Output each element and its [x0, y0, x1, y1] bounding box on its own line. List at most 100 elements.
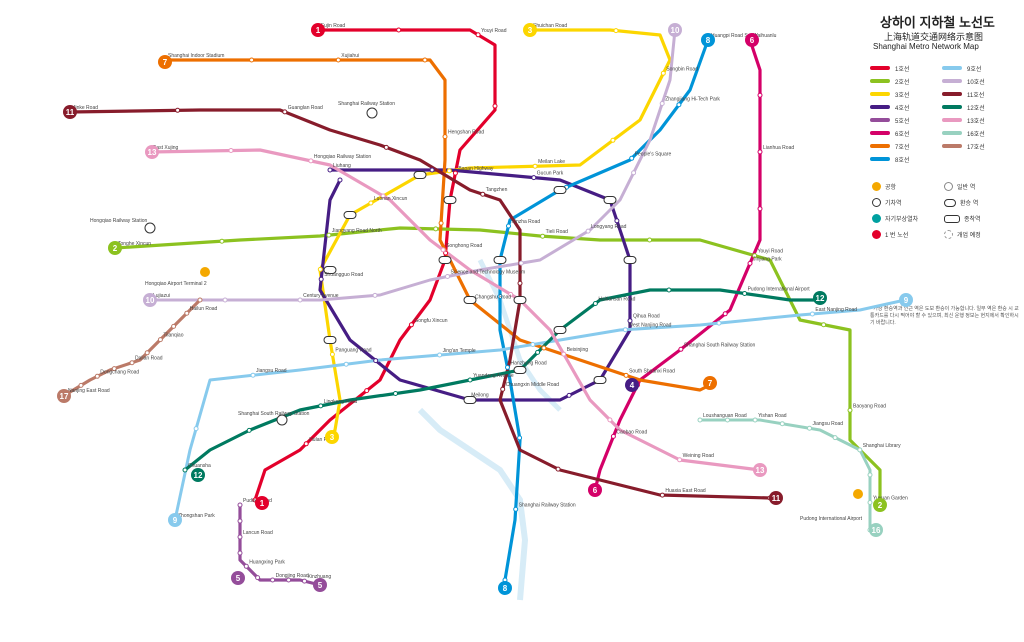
line-badge-13[interactable]: 13 — [753, 463, 767, 477]
station-dot[interactable] — [197, 297, 203, 303]
line-badge-13[interactable]: 13 — [145, 145, 159, 159]
line-badge-9[interactable]: 9 — [899, 293, 913, 307]
line-badge-10[interactable]: 10 — [143, 293, 157, 307]
transfer-station[interactable] — [603, 196, 617, 204]
station-dot[interactable] — [629, 155, 635, 161]
station-dot[interactable] — [592, 301, 598, 306]
station-dot[interactable] — [659, 101, 665, 106]
station-dot[interactable] — [752, 253, 758, 259]
station-dot[interactable] — [445, 274, 450, 279]
station-dot[interactable] — [383, 144, 389, 150]
station-dot[interactable] — [530, 342, 536, 347]
station-dot[interactable] — [438, 220, 444, 226]
station-dot[interactable] — [659, 492, 665, 498]
station-dot[interactable] — [535, 349, 541, 355]
station-dot[interactable] — [697, 417, 703, 423]
line-badge-8[interactable]: 8 — [498, 581, 512, 595]
transfer-station[interactable] — [513, 366, 527, 374]
line-badge-9[interactable]: 9 — [168, 513, 182, 527]
station-dot[interactable] — [561, 351, 567, 357]
station-dot[interactable] — [517, 435, 523, 441]
line-badge-6[interactable]: 6 — [588, 483, 602, 497]
station-dot[interactable] — [517, 280, 523, 286]
transfer-station[interactable] — [623, 256, 637, 264]
line-badge-2[interactable]: 2 — [108, 241, 122, 255]
station-dot[interactable] — [747, 260, 753, 266]
station-dot[interactable] — [335, 57, 341, 63]
station-dot[interactable] — [222, 297, 228, 303]
line-badge-11[interactable]: 11 — [63, 105, 77, 119]
station-dot[interactable] — [757, 206, 763, 212]
station-dot[interactable] — [111, 366, 117, 372]
station-dot[interactable] — [513, 506, 519, 512]
station-dot[interactable] — [518, 260, 524, 266]
station-dot[interactable] — [631, 170, 637, 176]
line-badge-7[interactable]: 7 — [158, 55, 172, 69]
station-dot[interactable] — [446, 168, 452, 174]
station-dot[interactable] — [492, 103, 498, 109]
station-dot[interactable] — [326, 232, 332, 238]
transfer-station[interactable] — [463, 396, 477, 404]
station-dot[interactable] — [94, 373, 100, 379]
transfer-station[interactable] — [443, 196, 457, 204]
station-dot[interactable] — [343, 361, 349, 367]
station-dot[interactable] — [508, 291, 514, 297]
station-dot[interactable] — [500, 386, 506, 392]
station-dot[interactable] — [757, 92, 763, 98]
station-dot[interactable] — [237, 534, 243, 540]
station-dot[interactable] — [566, 392, 572, 398]
station-dot[interactable] — [318, 276, 324, 282]
station-dot[interactable] — [237, 502, 243, 508]
line-badge-12[interactable]: 12 — [813, 291, 827, 305]
station-dot[interactable] — [157, 337, 163, 343]
station-dot[interactable] — [676, 102, 682, 108]
station-dot[interactable] — [318, 403, 324, 409]
station-dot[interactable] — [627, 318, 633, 324]
line-badge-3[interactable]: 3 — [325, 430, 339, 444]
station-dot[interactable] — [380, 193, 386, 199]
station-dot[interactable] — [647, 237, 653, 243]
transfer-station[interactable] — [463, 296, 477, 304]
station-dot[interactable] — [497, 294, 503, 299]
station-dot[interactable] — [171, 323, 177, 329]
station-dot[interactable] — [622, 327, 628, 333]
station-dot[interactable] — [219, 238, 225, 244]
station-dot[interactable] — [250, 372, 256, 378]
station-dot[interactable] — [757, 149, 763, 155]
line-badge-6[interactable]: 6 — [745, 33, 759, 47]
station-dot[interactable] — [184, 310, 190, 316]
station-dot[interactable] — [129, 360, 135, 366]
transfer-station[interactable] — [493, 256, 507, 264]
station-dot[interactable] — [175, 107, 181, 113]
station-dot[interactable] — [437, 352, 443, 358]
station-dot[interactable] — [467, 377, 473, 383]
station-dot[interactable] — [752, 417, 758, 423]
station-dot[interactable] — [725, 417, 730, 423]
station-dot[interactable] — [614, 218, 620, 224]
station-dot[interactable] — [429, 167, 435, 173]
station-dot[interactable] — [585, 228, 591, 234]
station-dot[interactable] — [422, 57, 428, 63]
transfer-station[interactable] — [438, 256, 452, 264]
station-dot[interactable] — [308, 158, 314, 164]
station-dot[interactable] — [433, 226, 439, 232]
line-badge-1[interactable]: 1 — [311, 23, 325, 37]
station-dot[interactable] — [541, 345, 547, 351]
station-dot[interactable] — [286, 577, 292, 583]
station-dot[interactable] — [742, 291, 748, 296]
line-badge-1[interactable]: 1 — [255, 496, 269, 510]
transfer-station[interactable] — [323, 266, 337, 274]
line-badge-5[interactable]: 5 — [313, 578, 327, 592]
transfer-station[interactable] — [323, 336, 337, 344]
station-dot[interactable] — [78, 382, 84, 388]
station-dot[interactable] — [480, 191, 486, 197]
transfer-station[interactable] — [593, 376, 607, 384]
station-dot[interactable] — [677, 457, 683, 463]
station-dot[interactable] — [807, 425, 812, 431]
line-badge-5[interactable]: 5 — [231, 571, 245, 585]
line-badge-3[interactable]: 3 — [523, 23, 537, 37]
station-dot[interactable] — [475, 32, 481, 38]
station-dot[interactable] — [440, 247, 446, 253]
station-dot[interactable] — [144, 350, 150, 356]
station-dot[interactable] — [372, 292, 378, 298]
